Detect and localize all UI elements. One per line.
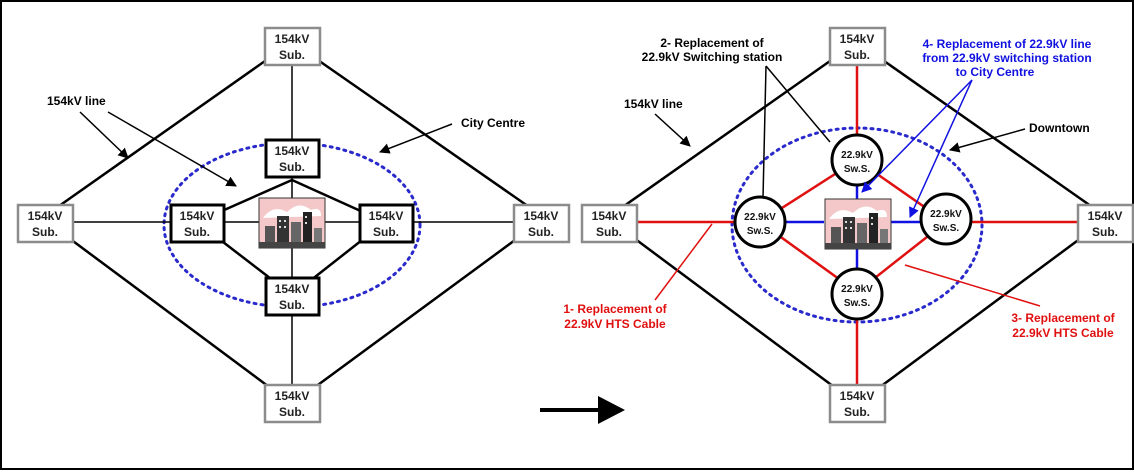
svg-text:Sub.: Sub. <box>279 405 305 419</box>
annotation-4-line3: to City Centre <box>956 65 1035 79</box>
svg-text:Sw.S.: Sw.S. <box>844 298 871 309</box>
svg-text:Sub.: Sub. <box>844 48 870 62</box>
svg-text:154kV: 154kV <box>592 209 627 223</box>
svg-text:Sw.S.: Sw.S. <box>933 223 960 234</box>
svg-text:Sw.S.: Sw.S. <box>747 226 774 237</box>
svg-text:154kV: 154kV <box>275 32 310 46</box>
right-sub-bottom: 154kV Sub. <box>828 383 887 424</box>
annotation-2-line1: 2- Replacement of <box>660 36 764 50</box>
svg-text:154kV: 154kV <box>275 144 310 158</box>
arrow-to-downtown <box>948 128 1026 153</box>
right-arrow-icon <box>540 396 625 424</box>
right-sub-top: 154kV Sub. <box>828 26 887 67</box>
annotation-2-leader-left <box>762 65 767 199</box>
svg-text:Sub.: Sub. <box>32 225 58 239</box>
svg-text:Sub.: Sub. <box>279 48 305 62</box>
annotation-3-leader <box>904 264 1041 307</box>
annotation-2-leader-top <box>765 65 831 143</box>
left-arrow-to-inner-line <box>107 111 237 187</box>
svg-text:Sub.: Sub. <box>184 225 210 239</box>
annotation-3-line2: 22.9kV HTS Cable <box>1012 326 1114 340</box>
annotation-1-line2: 22.9kV HTS Cable <box>564 317 666 331</box>
left-city-centre-label: City Centre <box>461 116 525 130</box>
annotation-4-arrow-top <box>861 79 973 193</box>
svg-text:Sub.: Sub. <box>279 160 305 174</box>
downtown-label: Downtown <box>1029 121 1090 135</box>
right-arrow-to-outer-line <box>654 113 691 147</box>
sw-station-bottom: 22.9kV Sw.S. <box>830 267 884 321</box>
svg-text:22.9kV: 22.9kV <box>841 150 873 161</box>
svg-text:Sub.: Sub. <box>1092 225 1118 239</box>
svg-text:Sub.: Sub. <box>528 225 554 239</box>
annotation-1-leader <box>654 223 713 301</box>
annotation-4-arrow-right <box>909 79 973 218</box>
svg-text:154kV: 154kV <box>840 389 875 403</box>
svg-text:154kV: 154kV <box>1088 209 1123 223</box>
left-arrow-to-city-centre <box>379 123 453 154</box>
left-inner-sub-right: 154kV Sub. <box>358 203 415 244</box>
left-154kv-line-label: 154kV line <box>47 94 106 108</box>
svg-text:154kV: 154kV <box>180 209 215 223</box>
svg-text:Sub.: Sub. <box>373 225 399 239</box>
sw-station-top: 22.9kV Sw.S. <box>830 133 884 187</box>
svg-text:154kV: 154kV <box>28 209 63 223</box>
svg-text:Sub.: Sub. <box>844 405 870 419</box>
svg-text:22.9kV: 22.9kV <box>744 212 776 223</box>
left-inner-sub-top: 154kV Sub. <box>264 138 321 179</box>
sw-station-left: 22.9kV Sw.S. <box>733 195 787 249</box>
left-arrow-to-outer-line <box>79 111 129 159</box>
city-skyline-icon-right <box>824 198 892 250</box>
city-skyline-icon <box>258 197 326 249</box>
sw-station-right: 22.9kV Sw.S. <box>919 192 973 246</box>
svg-text:Sub.: Sub. <box>596 225 622 239</box>
svg-text:22.9kV: 22.9kV <box>930 209 962 220</box>
svg-text:154kV: 154kV <box>840 32 875 46</box>
left-sub-top: 154kV Sub. <box>263 26 322 67</box>
annotation-1-line1: 1- Replacement of <box>563 302 667 316</box>
svg-text:154kV: 154kV <box>275 282 310 296</box>
svg-text:154kV: 154kV <box>369 209 404 223</box>
annotation-2-line2: 22.9kV Switching station <box>642 50 783 64</box>
annotation-4-line2: from 22.9kV switching station <box>922 51 1091 65</box>
svg-text:22.9kV: 22.9kV <box>841 284 873 295</box>
left-inner-sub-left: 154kV Sub. <box>169 203 226 244</box>
right-154kv-line-label: 154kV line <box>624 97 683 111</box>
left-sub-right: 154kV Sub. <box>512 203 571 244</box>
svg-text:Sw.S.: Sw.S. <box>844 164 871 175</box>
left-sub-left: 154kV Sub. <box>16 203 75 244</box>
svg-text:154kV: 154kV <box>275 389 310 403</box>
left-diagram: 154kV Sub. 154kV Sub. 154kV Sub. 154kV S… <box>16 26 571 424</box>
svg-text:Sub.: Sub. <box>279 298 305 312</box>
right-sub-right: 154kV Sub. <box>1076 203 1134 244</box>
annotation-3-line1: 3- Replacement of <box>1011 311 1115 325</box>
right-diagram: 154kV Sub. 154kV Sub. 154kV Sub. 154kV S… <box>563 26 1134 424</box>
right-sub-left: 154kV Sub. <box>580 203 639 244</box>
annotation-4-line1: 4- Replacement of 22.9kV line <box>923 37 1092 51</box>
svg-text:154kV: 154kV <box>524 209 559 223</box>
left-inner-sub-bottom: 154kV Sub. <box>264 276 321 317</box>
left-sub-bottom: 154kV Sub. <box>263 383 322 424</box>
